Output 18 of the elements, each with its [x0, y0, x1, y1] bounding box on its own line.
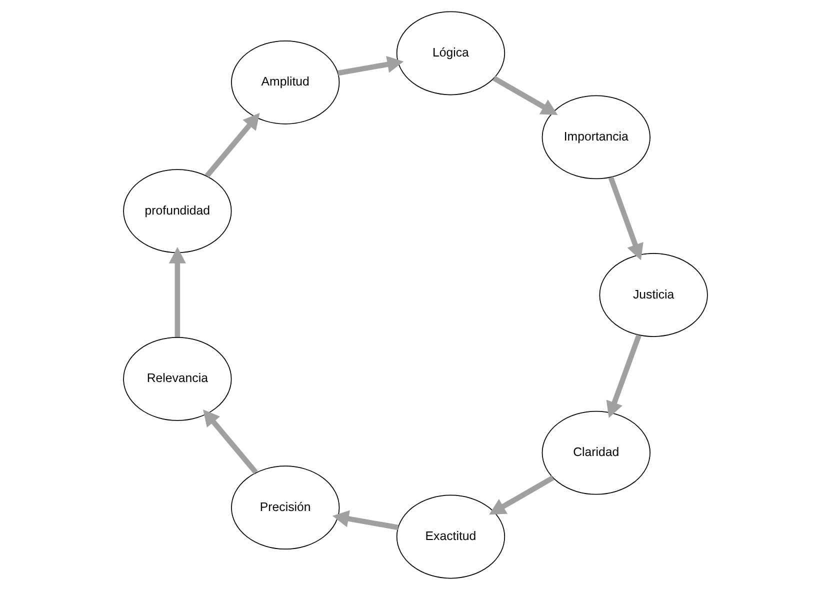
arrow	[168, 247, 186, 338]
arrow	[332, 510, 398, 530]
node-ellipse: Claridad	[541, 410, 650, 495]
arrow	[336, 56, 404, 76]
arrow	[488, 475, 554, 515]
node-ellipse: Importancia	[541, 95, 650, 180]
arrow	[202, 409, 258, 474]
node-ellipse: profundidad	[122, 169, 232, 253]
arrow	[606, 334, 641, 418]
node-ellipse: Lógica	[396, 11, 505, 96]
node-ellipse: Precisión	[230, 466, 340, 550]
node-ellipse: Justicia	[598, 253, 708, 337]
node-ellipse: Exactitud	[396, 494, 505, 579]
node-ellipse: Amplitud	[230, 40, 340, 124]
arrow	[608, 176, 643, 260]
arrow	[492, 76, 558, 116]
node-ellipse: Relevancia	[122, 337, 232, 421]
arrow	[204, 112, 260, 178]
